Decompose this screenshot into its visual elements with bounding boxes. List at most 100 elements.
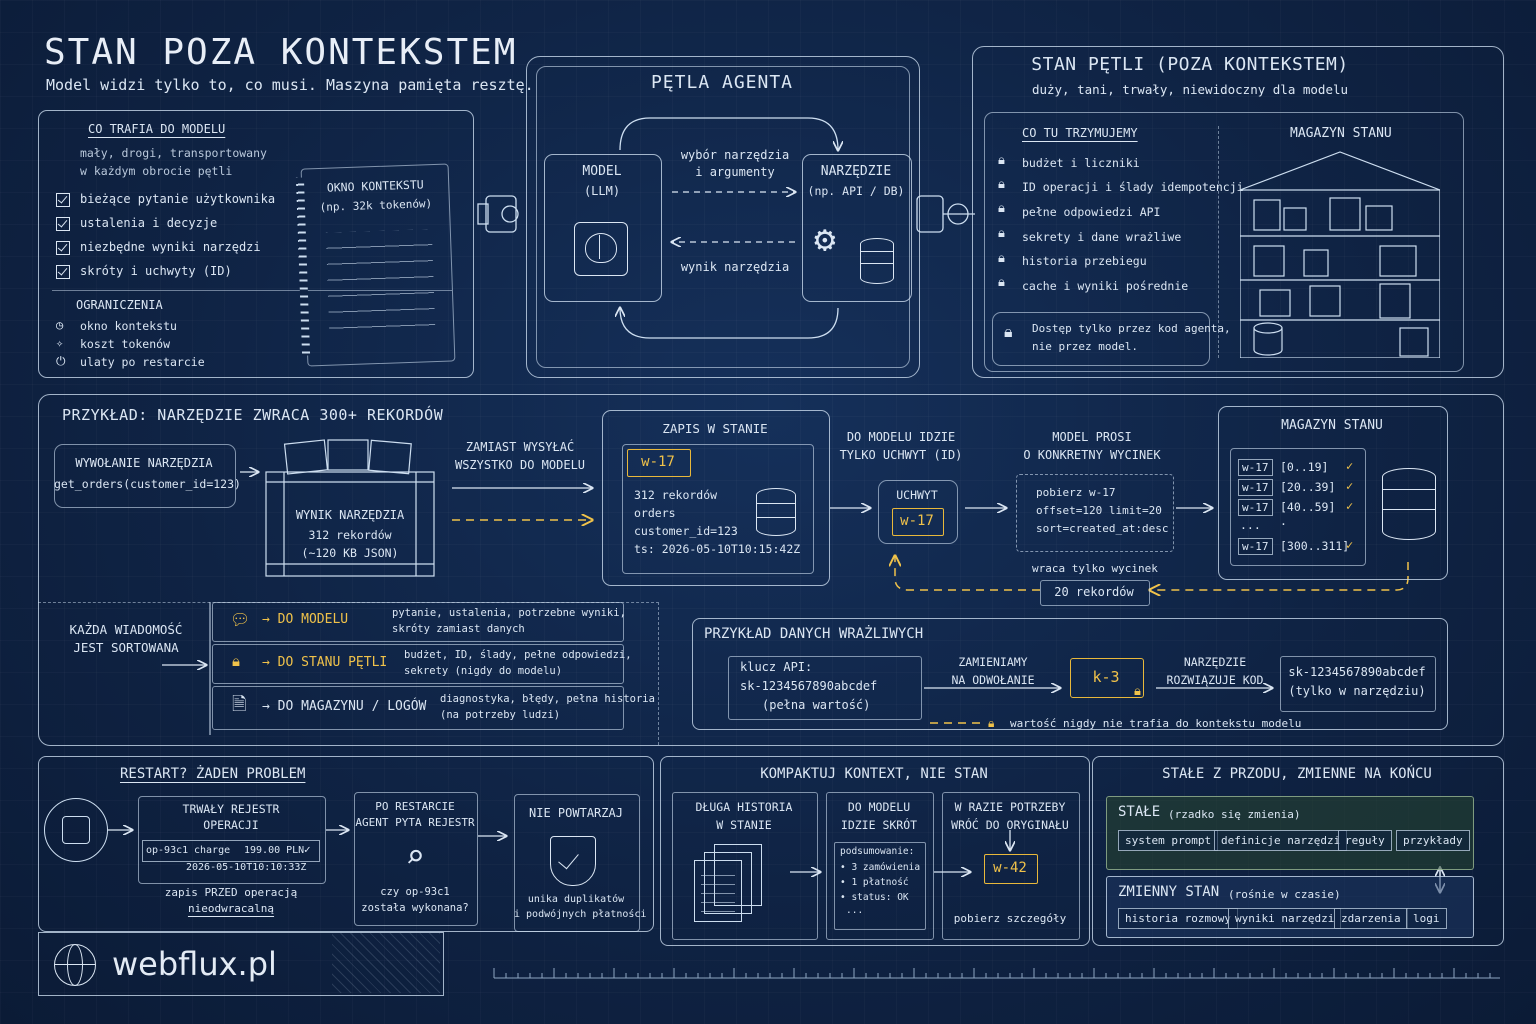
limit-item: ulaty po restarcie <box>80 355 205 369</box>
agent-loop-frame <box>526 56 920 378</box>
summary-line: • 3 zamówienia <box>840 862 921 873</box>
ask-note: O KONKRETNY WYCINEK <box>1023 448 1161 462</box>
tool-box <box>802 154 912 302</box>
model-input-panel <box>38 110 474 378</box>
state-item: sekrety i dane wrażliwe <box>1022 230 1182 244</box>
tool-call-code: get_orders(customer_id=123) <box>54 477 241 491</box>
resolved-key-note: (tylko w narzędziu) <box>1288 684 1426 698</box>
compact-heading: KOMPAKTUJ KONTEXT, NIE STAN <box>760 766 988 782</box>
state-item: historia przebiegu <box>1022 254 1147 268</box>
slice-ellipsis: . <box>1280 514 1287 528</box>
notebook-lines <box>325 229 436 343</box>
slice-id: w-17 <box>1238 459 1273 476</box>
lock-icon: 🔒︎ <box>998 177 1005 192</box>
model-input-desc: w każdym obrocie pętli <box>80 164 233 178</box>
database-icon <box>1382 468 1436 540</box>
lock-icon: 🔒︎ <box>998 226 1005 241</box>
model-input-item: bieżące pytanie użytkownika <box>80 192 276 206</box>
tool-result-size: (~120 KB JSON) <box>301 546 399 560</box>
state-record-inner <box>622 444 814 574</box>
checkbox-icon <box>56 241 70 255</box>
handle-box <box>878 480 958 544</box>
tool-result-count: 312 rekordów <box>308 528 392 542</box>
summary-line: ... <box>846 905 864 916</box>
document-stack-icon <box>704 852 752 914</box>
lock-icon: 🔒︎ <box>998 201 1005 216</box>
check-icon: ✓ <box>1346 538 1354 552</box>
model-sub: (LLM) <box>583 184 621 198</box>
state-store-box <box>1218 406 1448 580</box>
handle-id: w-17 <box>900 513 934 529</box>
no-repeat-desc: unika duplikatów <box>527 894 625 905</box>
original-box <box>942 792 1080 940</box>
summary-title: DO MODELU <box>847 800 911 814</box>
route-label: → DO MAGAZYNU / LOGÓW <box>262 699 427 714</box>
access-note <box>992 312 1210 366</box>
slice-range: [300..311] <box>1280 539 1350 553</box>
api-key-note: (pełna wartość) <box>762 698 871 712</box>
slice-range: [0..19] <box>1280 460 1329 474</box>
summary-box <box>826 792 934 940</box>
slice-id: w-17 <box>1238 538 1273 555</box>
model-label: MODEL <box>582 164 622 179</box>
state-store-title: MAGAZYN STANU <box>1281 418 1383 433</box>
loop-state-inner <box>984 112 1464 372</box>
reference-badge <box>1070 658 1144 698</box>
constants-tag: reguły <box>1338 830 1392 851</box>
page-title: STAN POZA KONTEKSTEM <box>44 32 518 73</box>
tool-sub: (np. API / DB) <box>807 184 905 198</box>
handle-id-badge <box>892 508 944 536</box>
registry-box <box>138 796 326 884</box>
route-desc: diagnostyka, błędy, pełna historia <box>440 693 655 705</box>
save-note: zapis PRZED operacją <box>164 886 298 899</box>
resolve-note: ROZWIĄZUJE KOD <box>1166 673 1264 687</box>
registry-row <box>142 840 320 862</box>
document-icon: 🗎 <box>232 694 247 715</box>
lock-icon: 🔒︎ <box>1004 322 1013 341</box>
check-icon: ✓ <box>1346 499 1354 513</box>
warehouse-icon <box>1240 150 1440 358</box>
state-store-list <box>1230 448 1366 566</box>
sorting-label: KAŻDA WIADOMOŚĆ <box>69 622 183 637</box>
check-icon: ✓ <box>304 843 311 856</box>
model-input-item: skróty i uchwyty (ID) <box>80 264 232 278</box>
restart-section <box>38 756 654 932</box>
original-id: w-42 <box>993 860 1027 876</box>
tool-choice-label: i argumenty <box>695 165 775 179</box>
slice-request-line: sort=created_at:desc <box>1036 522 1169 535</box>
history-title: DŁUGA HISTORIA <box>695 800 793 814</box>
constants-sub: (rzadko się zmienia) <box>1168 808 1301 821</box>
tool-call-title: WYWOŁANIE NARZĘDZIA <box>75 456 213 470</box>
route-row-state <box>212 644 624 684</box>
loop-state-panel <box>972 46 1504 378</box>
globe-icon <box>54 944 96 986</box>
no-repeat-title: NIE POWTARZAJ <box>529 806 623 820</box>
limits-heading: OGRANICZENIA <box>76 298 163 312</box>
gear-icon: ⚙ <box>814 219 836 260</box>
sparkle-icon: ✧ <box>56 336 64 350</box>
sensitive-heading: PRZYKŁAD DANYCH WRAŻLIWYCH <box>704 626 924 642</box>
state-item: pełne odpowiedzi API <box>1022 205 1161 219</box>
example-section <box>38 394 1504 746</box>
constants-tag: definicje narzędzi <box>1214 830 1348 851</box>
variables-tag: zdarzenia <box>1334 908 1408 929</box>
brain-chip-icon <box>574 222 628 276</box>
tool-choice-label: wybór narzędzia <box>680 148 790 162</box>
constants-title: STAŁE <box>1118 804 1161 820</box>
route-row-logs <box>212 686 624 730</box>
brand-name[interactable]: webflux.pl <box>112 945 277 983</box>
model-input-desc: mały, drogi, transportowany <box>80 146 267 160</box>
sensitive-note: wartość nigdy nie trafia do kontekstu mo… <box>1010 717 1302 730</box>
slice-range: [40..59] <box>1280 500 1336 514</box>
record-line: customer_id=123 <box>634 524 738 538</box>
registry-title: OPERACJI <box>203 818 259 832</box>
lock-icon: 🔒︎ <box>998 275 1005 290</box>
lock-icon: 🔒︎ <box>232 652 240 670</box>
summary-line: • status: OK <box>840 892 909 903</box>
ask-registry-question: czy op-93c1 <box>380 886 450 898</box>
shield-icon <box>550 836 596 886</box>
operation-type: charge <box>194 845 231 856</box>
route-desc: skróty zamiast danych <box>392 623 525 635</box>
api-key-label: klucz API: <box>740 660 813 674</box>
